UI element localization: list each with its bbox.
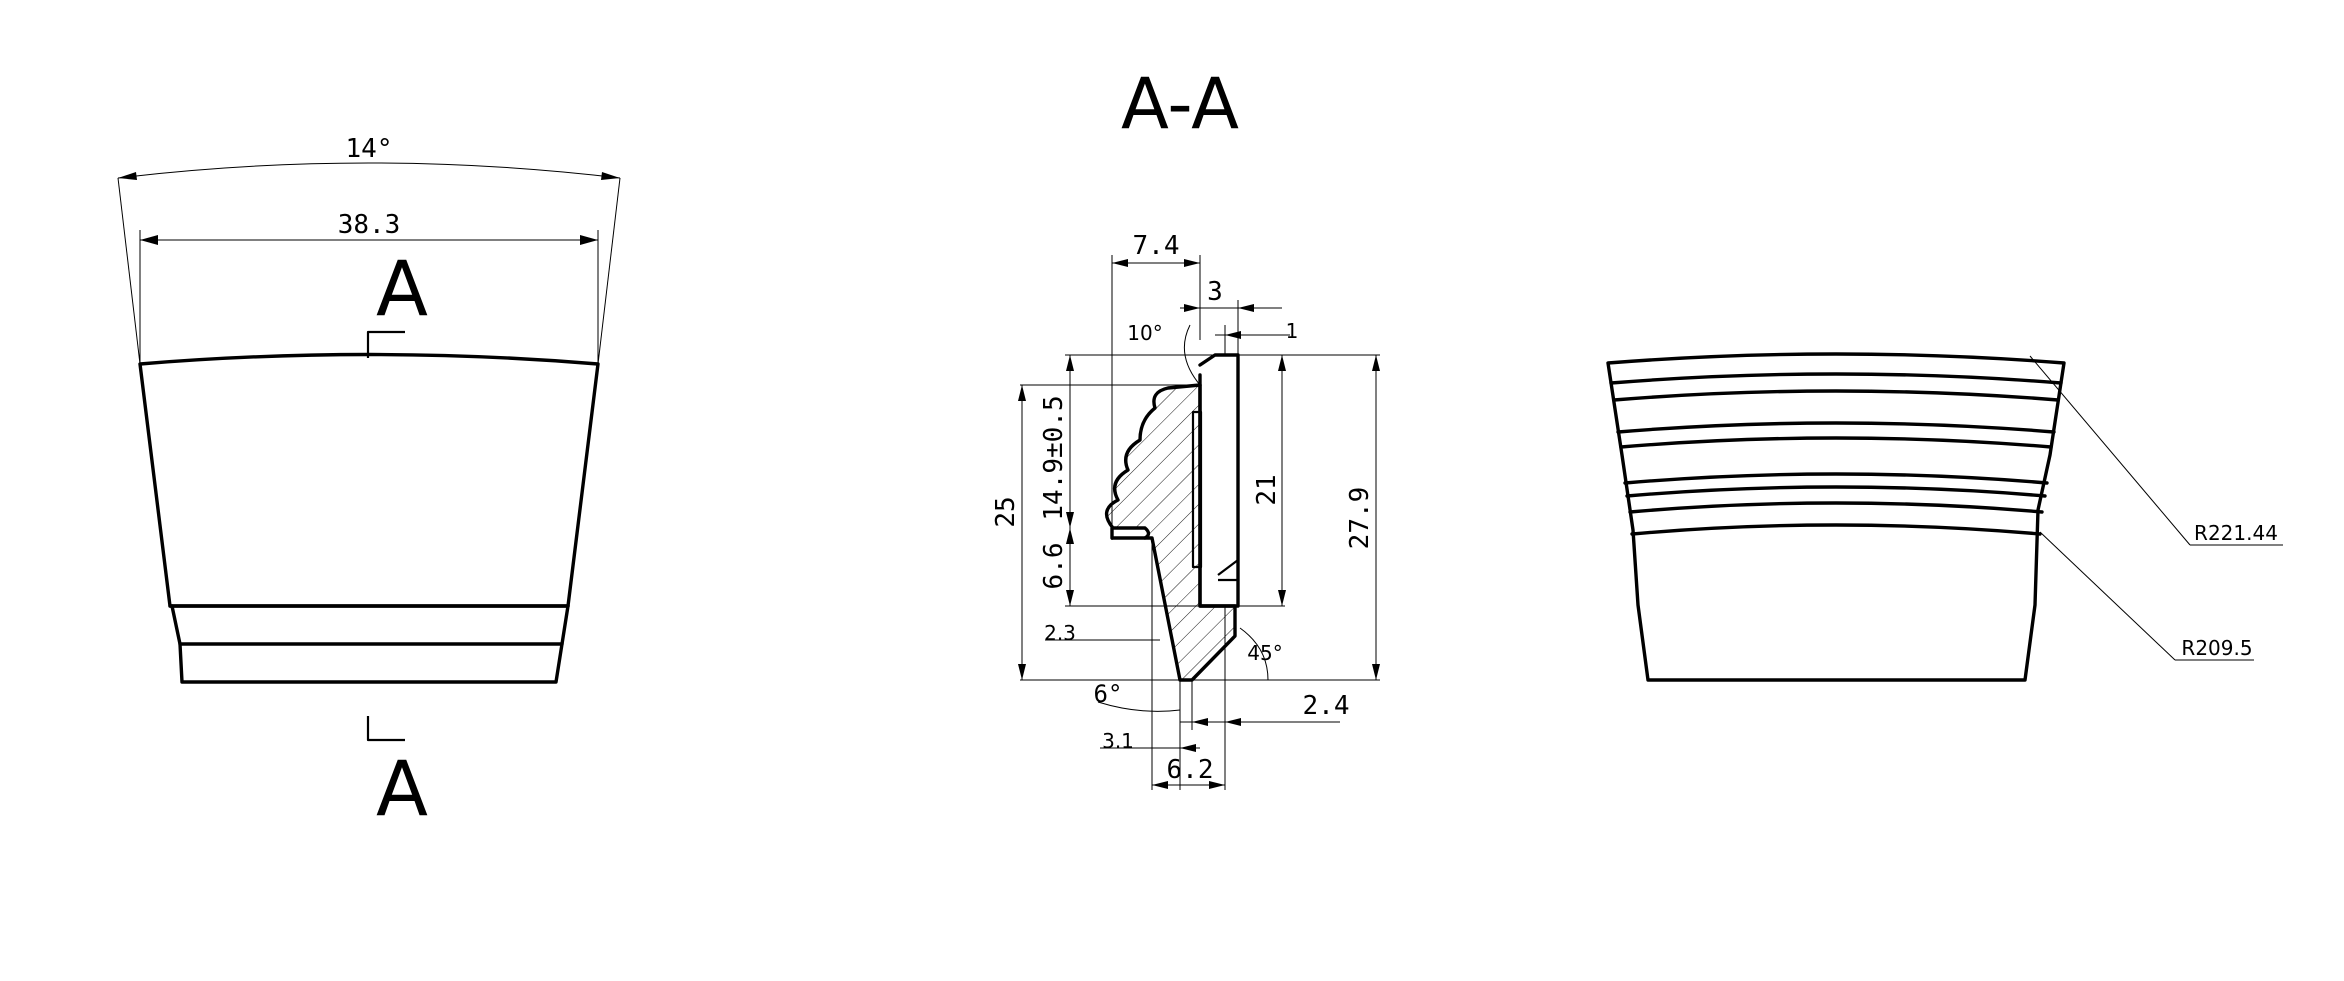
- dim-6-6: 6.6: [1039, 543, 1069, 590]
- section-profile-outline: [1104, 383, 1202, 540]
- width-label-38-3: 38.3: [338, 210, 401, 240]
- side-view: R221.44 R209.5: [1606, 352, 2283, 682]
- dim-21: 21: [1252, 474, 1282, 505]
- cut-label-a-bottom: A: [376, 744, 428, 833]
- front-view: 14° 38.3 A A: [117, 134, 621, 833]
- cut-label-a-top: A: [376, 244, 428, 333]
- angle-10: 10°: [1127, 321, 1162, 345]
- dim-3: 3: [1207, 277, 1223, 307]
- dim-3-1: 3.1: [1102, 729, 1134, 753]
- dim-6-2: 6.2: [1167, 755, 1214, 785]
- angle-dim-arc: [117, 162, 621, 179]
- dim-27-9: 27.9: [1345, 487, 1375, 550]
- section-title: A-A: [1121, 63, 1239, 145]
- angle-label-14: 14°: [346, 134, 393, 164]
- radius-inner-label: R209.5: [2181, 636, 2252, 660]
- angle-45: 45°: [1247, 641, 1282, 665]
- radius-outer-label: R221.44: [2194, 521, 2278, 545]
- dim-14-9: 14.9±0.5: [1039, 395, 1069, 520]
- dim-7-4: 7.4: [1133, 231, 1180, 261]
- side-body-outline: [1606, 352, 2066, 682]
- section-view: 7.4 3 1 10° 25 14.9±0.5 6.6: [991, 231, 1380, 790]
- dim-2-4: 2.4: [1303, 691, 1350, 721]
- dim-2-3: 2.3: [1044, 621, 1076, 645]
- dim-25: 25: [991, 496, 1021, 527]
- dim-1: 1: [1286, 319, 1299, 343]
- front-body-outline: [138, 352, 600, 608]
- angle-6: 6°: [1094, 680, 1123, 708]
